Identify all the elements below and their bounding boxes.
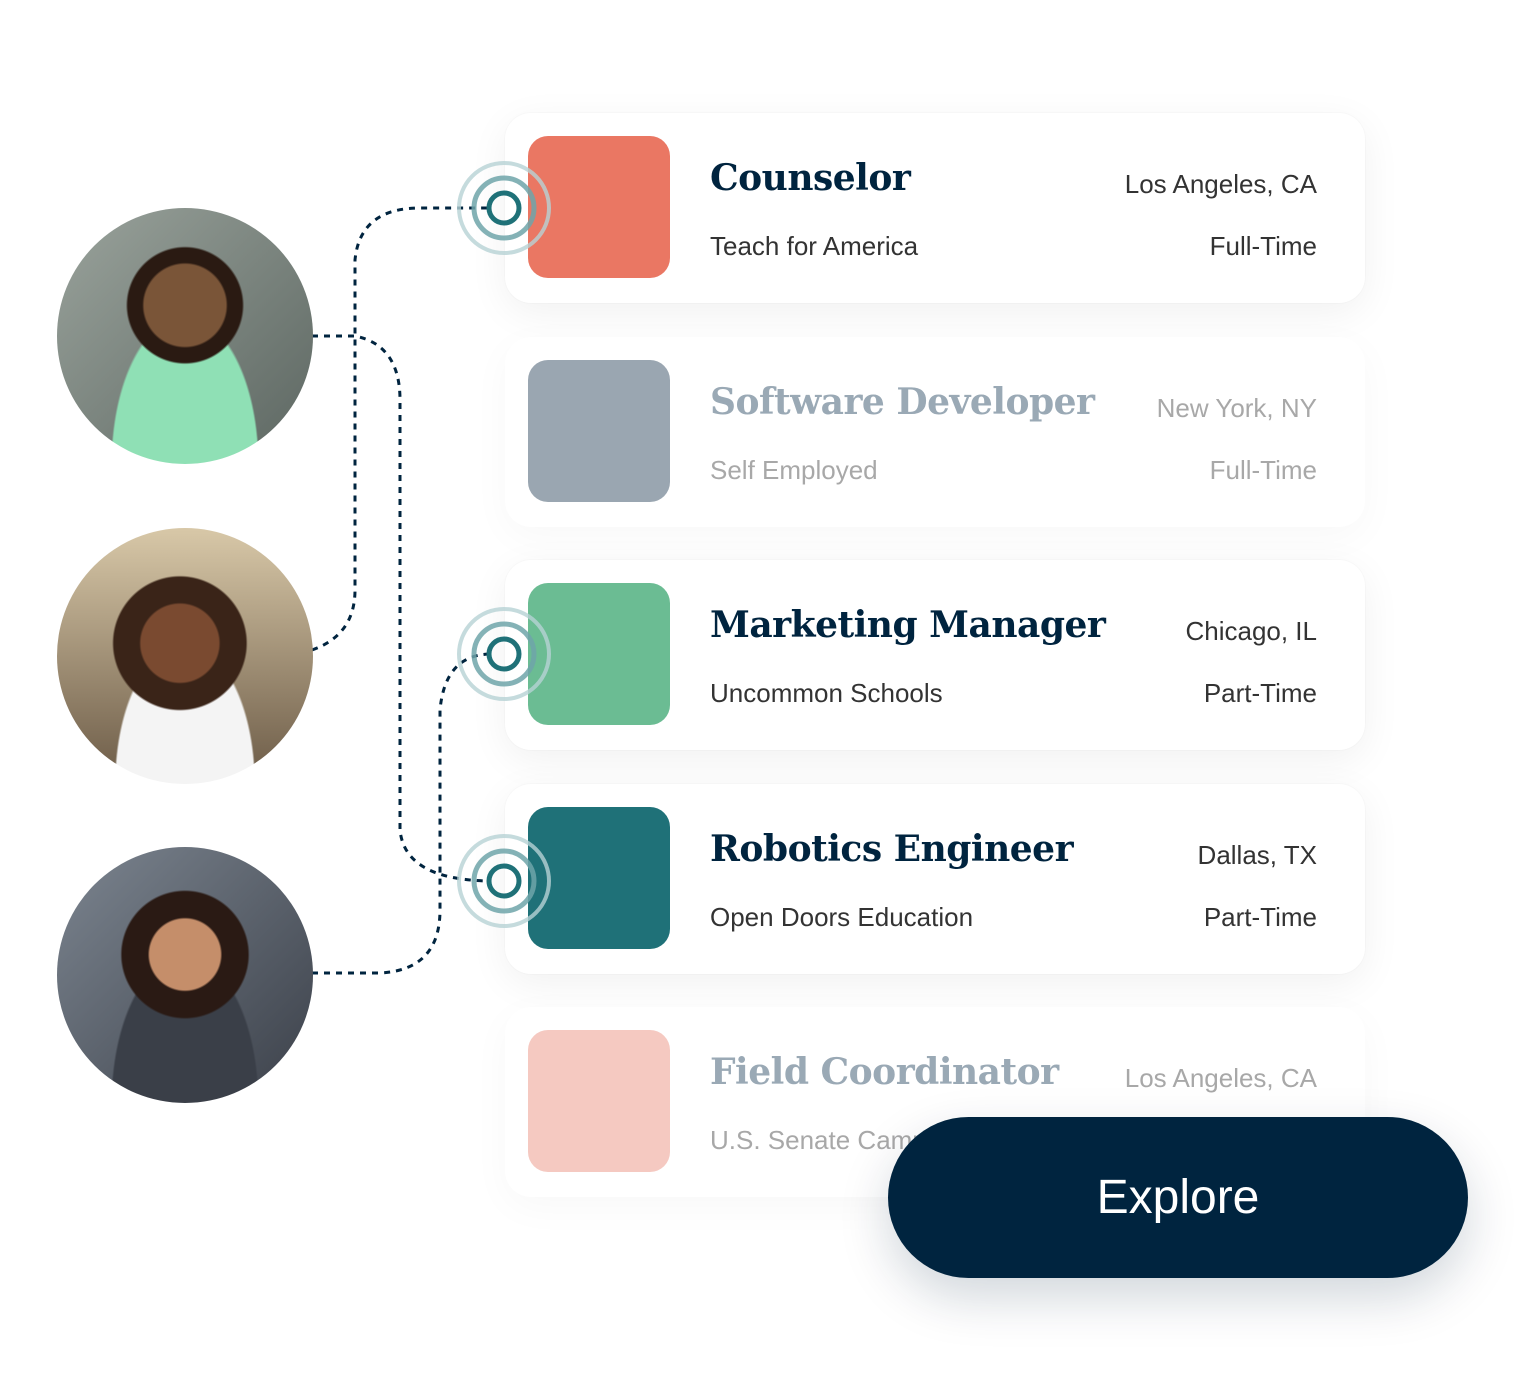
avatar-woman-2: [57, 847, 313, 1103]
target-icon: [457, 834, 551, 928]
job-organization: Open Doors Education: [710, 902, 974, 932]
job-color-tile: [528, 136, 670, 278]
job-type: Part-Time: [1203, 678, 1317, 708]
job-card-robotics-engineer[interactable]: Robotics Engineer Open Doors Education D…: [505, 784, 1365, 974]
avatar-woman-1: [57, 528, 313, 784]
job-color-tile: [528, 360, 670, 502]
job-type: Full-Time: [1209, 231, 1317, 261]
job-title: Counselor: [710, 157, 911, 199]
job-card-counselor[interactable]: Counselor Teach for America Los Angeles,…: [505, 113, 1365, 303]
job-location: New York, NY: [1156, 393, 1317, 423]
job-location: Chicago, IL: [1185, 616, 1317, 646]
avatar-man: [57, 208, 313, 464]
job-location: Los Angeles, CA: [1124, 1063, 1317, 1093]
job-organization: Self Employed: [710, 455, 878, 485]
job-title: Robotics Engineer: [710, 828, 1074, 870]
job-organization: Teach for America: [710, 231, 919, 261]
connector-avatar1-robotics: [312, 334, 491, 883]
job-type: Part-Time: [1203, 902, 1317, 932]
target-icon: [457, 607, 551, 701]
job-color-tile: [528, 583, 670, 725]
explore-button[interactable]: Explore: [888, 1117, 1468, 1278]
job-color-tile: [528, 807, 670, 949]
job-title: Field Coordinator: [710, 1051, 1059, 1093]
job-location: Dallas, TX: [1197, 840, 1317, 870]
job-title: Software Developer: [710, 381, 1095, 423]
job-card-software-developer[interactable]: Software Developer Self Employed New Yor…: [505, 337, 1365, 527]
job-title: Marketing Manager: [710, 604, 1106, 646]
target-icon: [457, 161, 551, 255]
connector-avatar3-marketing: [312, 652, 491, 975]
job-type: Full-Time: [1209, 455, 1317, 485]
job-organization: Uncommon Schools: [710, 678, 943, 708]
job-location: Los Angeles, CA: [1124, 169, 1317, 199]
job-color-tile: [528, 1030, 670, 1172]
job-card-marketing-manager[interactable]: Marketing Manager Uncommon Schools Chica…: [505, 560, 1365, 750]
connector-avatar2-counselor: [311, 206, 490, 652]
